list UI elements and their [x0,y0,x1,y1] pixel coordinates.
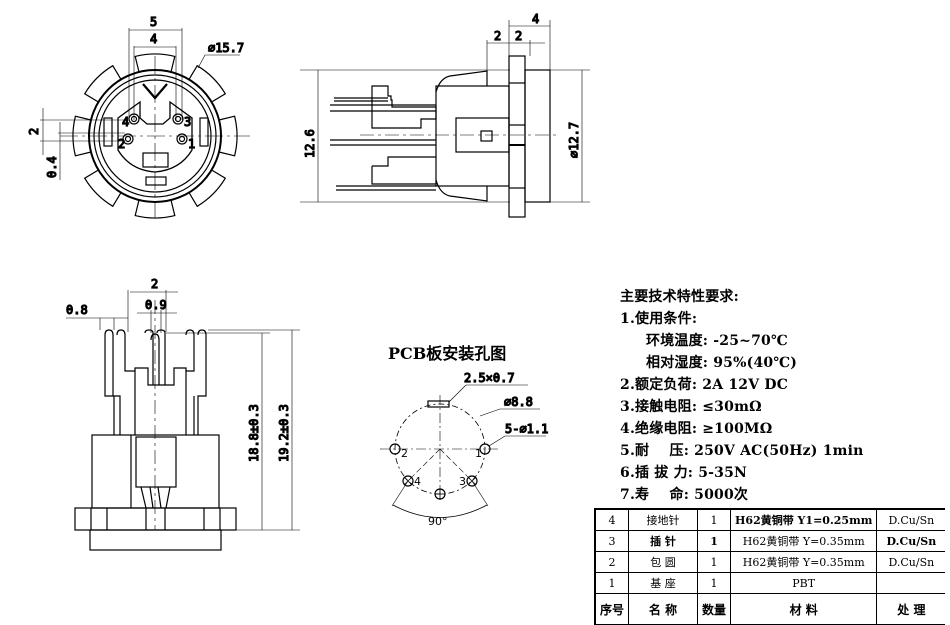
bom-cell [876,572,946,594]
bom-header-cell: 序号 [594,593,630,625]
pcb-slot-dim: 2.5×0.7 [464,371,515,385]
bom-header-cell: 处 理 [876,593,946,625]
ring-tab [83,64,122,103]
bom-header-cell: 数量 [697,593,732,625]
bom-cell: 2 [594,551,630,573]
pin-label-3: 3 [184,115,191,129]
pin-label-1: 1 [188,137,195,151]
dim-side-height: 12.6 [303,129,317,158]
bom-cell: PBT [730,572,878,594]
ring-tab [188,64,227,103]
spec-line: 7.寿 命: 5000次 [620,487,749,503]
bom-cell: 1 [697,551,732,573]
bom-cell: 1 [594,572,630,594]
table-row: 3 插 针 1 H62黄铜带 Y=0.35mm D.Cu/Sn [594,530,946,552]
side-view [300,20,590,218]
bom-header-cell: 材 料 [730,593,878,625]
spec-line: 2.额定负荷: 2A 12V DC [620,377,789,393]
pin-label-2: 2 [118,137,125,151]
dim-bottom-height-b: 19.2±0.3 [277,404,291,462]
table-row: 1 基 座 1 PBT [594,572,946,594]
bom-cell: H62黄铜带 Y=0.35mm [730,551,878,573]
dim-side-b: 2 [515,29,522,43]
dim-bottom-tab-width: 0.8 [66,303,88,317]
bom-cell: D.Cu/Sn [876,551,946,573]
spec-line: 相对湿度: 95%(40℃) [646,355,798,371]
dim-side-a: 2 [494,29,501,43]
pin-label-4: 4 [122,115,129,129]
ring-tab [188,169,227,208]
spec-title: 主要技术特性要求: [620,289,739,305]
spec-block: 主要技术特性要求: 1.使用条件: 环境温度: -25~70℃ 相对湿度: 95… [620,286,864,506]
dim-bottom-span: 2 [151,277,158,291]
spec-line: 5.耐 压: 250V AC(50Hz) 1min [620,443,864,459]
bom-cell: 1 [697,572,732,594]
bom-cell: 4 [594,508,630,531]
dim-front-offset: 0.4 [45,156,59,178]
dim-front-pitch: 2 [27,128,41,135]
bom-cell: H62黄铜带 Y1=0.25mm [730,508,878,531]
dim-front-diameter: ⌀15.7 [208,41,244,55]
bom-cell: 1 [697,508,732,531]
bom-header-cell: 名 称 [628,593,699,625]
ring-tab [134,53,176,73]
spec-line: 3.接触电阻: ≤30mΩ [620,399,762,415]
bom-cell: 接地针 [628,508,699,531]
ring-tab [83,169,122,208]
front-view [40,28,250,219]
dim-bottom-height-a: 18.8±0.3 [247,404,261,462]
pcb-hole-label-1: 1 [475,447,482,460]
bottom-view [66,290,300,551]
ring-tab [134,199,176,219]
dim-front-width-4: 4 [150,32,157,46]
pcb-hole-label-3: 3 [459,475,466,488]
bom-cell: 3 [594,530,630,552]
dim-bottom-pin-width: 0.9 [145,298,167,312]
spec-line: 4.绝缘电阻: ≥100MΩ [620,421,773,437]
dim-side-total: 4 [532,12,539,26]
spec-line: 1.使用条件: [620,311,698,327]
bom-cell: 基 座 [628,572,699,594]
pcb-angle: 90° [428,515,448,528]
pcb-layout [380,384,546,518]
pcb-hole-label-2: 2 [401,447,408,460]
table-row: 2 包 圆 1 H62黄铜带 Y=0.35mm D.Cu/Sn [594,551,946,573]
bom-cell: D.Cu/Sn [876,508,946,531]
table-header-row: 序号 名 称 数量 材 料 处 理 [594,593,946,625]
spec-line: 环境温度: -25~70℃ [646,333,788,349]
bom-table: 4 接地针 1 H62黄铜带 Y1=0.25mm D.Cu/Sn 3 插 针 1… [594,508,946,625]
bom-cell: 包 圆 [628,551,699,573]
bom-cell: 1 [697,530,732,552]
bom-cell: H62黄铜带 Y=0.35mm [730,530,878,552]
pcb-hole-label-4: 4 [414,475,421,488]
spec-line: 6.插 拔 力: 5-35N [620,465,748,481]
bom-cell: D.Cu/Sn [876,530,946,552]
dim-side-diameter: ⌀12.7 [567,122,581,158]
dim-front-width-5: 5 [150,15,157,29]
pcb-holes-dim: 5-⌀1.1 [505,422,548,436]
pcb-title: PCB板安装孔图 [388,344,507,363]
pcb-circle-dim: ⌀8.8 [504,395,533,409]
table-row: 4 接地针 1 H62黄铜带 Y1=0.25mm D.Cu/Sn [594,508,946,531]
bom-cell: 插 针 [628,530,699,552]
